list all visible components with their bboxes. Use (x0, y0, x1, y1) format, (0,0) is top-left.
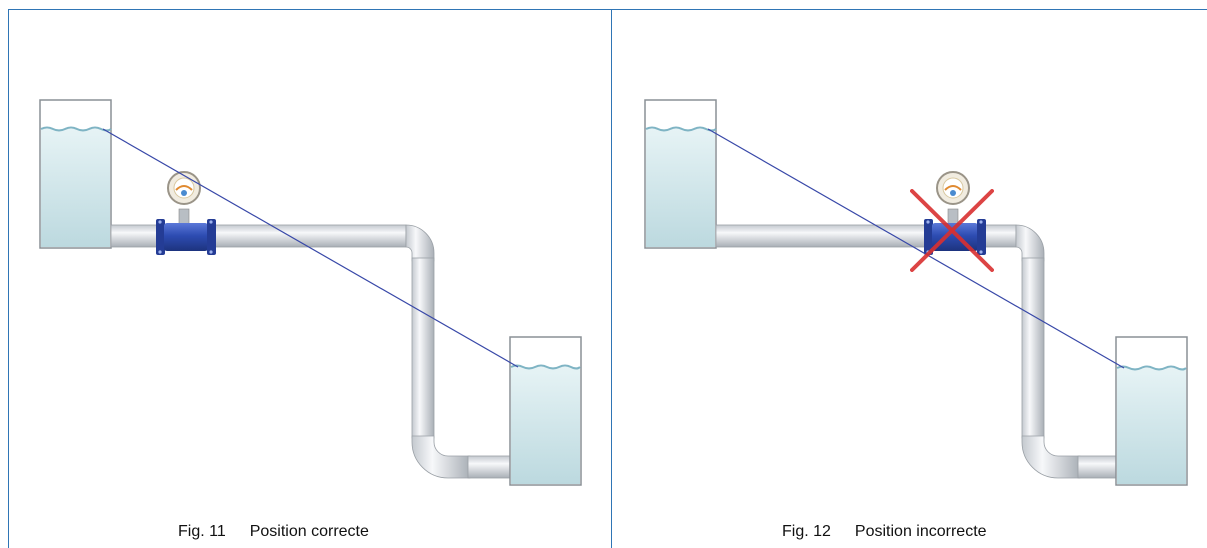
incorrect-cross-icon (910, 189, 994, 272)
upper-tank (644, 99, 717, 249)
lower-tank (1115, 336, 1188, 486)
figure-caption-text: Position incorrecte (854, 523, 987, 540)
upper-tank (39, 99, 112, 249)
hydraulic-gradient-line (707, 128, 1125, 369)
lower-tank (509, 336, 582, 486)
figure-caption-correct: Fig. 11 Position correcte (178, 523, 369, 541)
vertical-pipe (1021, 257, 1123, 479)
figure-number: Fig. 11 (178, 523, 226, 540)
figure-number: Fig. 12 (782, 523, 831, 540)
frame-left-border (8, 9, 9, 548)
hydraulic-gradient-line (102, 128, 519, 368)
figure-caption-incorrect: Fig. 12 Position incorrecte (782, 523, 987, 541)
frame-divider (611, 9, 612, 548)
flow-meter (156, 171, 216, 255)
horizontal-pipe (715, 224, 1045, 262)
figure-caption-text: Position correcte (249, 523, 369, 540)
frame-top-border (8, 9, 1207, 10)
figure-correct (39, 99, 582, 486)
vertical-pipe (411, 257, 513, 479)
figure-incorrect (644, 99, 1188, 486)
